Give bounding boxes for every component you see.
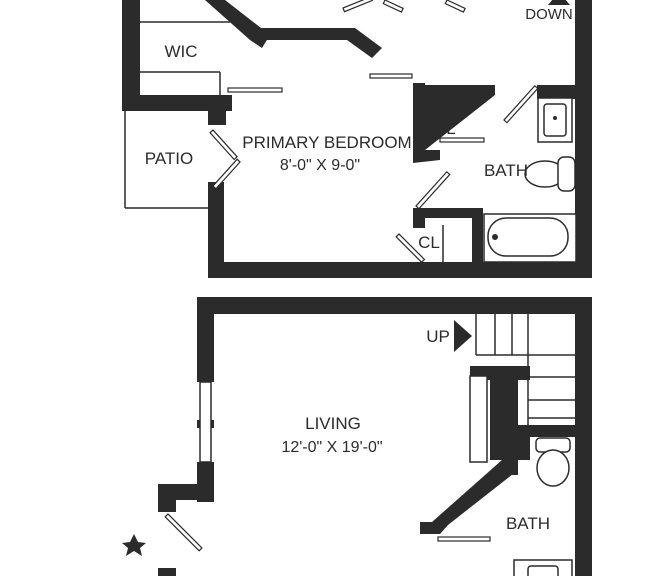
toilet-icon [524, 156, 576, 192]
bedroom-dimensions: 8'-0" X 9-0" [280, 157, 360, 174]
top-door-leaf-1 [342, 0, 374, 13]
wic-bottom-wall [122, 95, 232, 111]
lower-left-wall-upper [197, 297, 214, 382]
bath-door-leaf-lower [437, 536, 491, 542]
upper-floor: WIC PATIO PRIMARY BEDROOM 8'-0" X 9-0" L… [122, 0, 592, 278]
linen-closet-wall [413, 85, 495, 163]
bedroom-name: PRIMARY BEDROOM [242, 133, 411, 152]
lower-floor: UP LIVING 12'-0" X 19'-0" BATH [122, 297, 592, 576]
lower-bath-label: BATH [506, 514, 550, 533]
entry-door-leaf [164, 513, 203, 552]
compass-post [158, 568, 176, 576]
patio-door-leaf-2 [212, 158, 241, 190]
upper-bottom-wall [208, 262, 592, 278]
upper-left-wall [122, 0, 140, 110]
closet-right-wall [472, 208, 483, 268]
bathtub-icon [483, 213, 577, 263]
window [199, 381, 212, 463]
entry-jog-wall [158, 484, 214, 512]
bedroom-door-leaf [369, 73, 413, 79]
bath-partition-wall [500, 425, 575, 437]
toilet-icon [535, 437, 571, 487]
upper-left-wall-lower [208, 188, 224, 278]
closet-door-leaf [395, 233, 426, 264]
lower-top-wall [197, 297, 592, 314]
top-door-leaf-3 [444, 0, 466, 13]
staircase [475, 314, 575, 425]
bath-door-leaf [503, 84, 539, 124]
living-name: LIVING [305, 414, 361, 433]
patio-door-leaf-1 [209, 129, 238, 161]
linen-label: L [446, 119, 455, 138]
living-dimensions: 12'-0" X 19'-0" [281, 439, 382, 456]
stair-arrow-down-icon [548, 0, 570, 5]
upper-right-wall [575, 0, 592, 278]
sink-icon [537, 97, 573, 143]
bath-wall-top [537, 85, 577, 99]
bath-diagonal-wall [420, 460, 518, 534]
wic-door-leaf [227, 87, 283, 93]
wic-label: WIC [164, 42, 197, 61]
closet-top-wall [413, 208, 483, 218]
stairs-up-label: UP [426, 327, 450, 346]
top-door-leaf-2 [382, 0, 404, 13]
patio-label: PATIO [145, 149, 194, 168]
closet-label: CL [418, 233, 440, 252]
linen-door-leaf [439, 137, 485, 143]
wic-diagonal-wall [205, 0, 270, 48]
stairs-down-label: DOWN [525, 6, 573, 23]
upper-bath-label: BATH [484, 161, 528, 180]
lower-right-wall [575, 297, 592, 576]
stair-arrow-up-icon [454, 320, 472, 352]
patio-door-post [208, 182, 224, 198]
linen-divider-wall [413, 83, 425, 161]
wic-corner-post [208, 95, 226, 125]
bedroom-top-wall [255, 28, 382, 58]
sink-icon [513, 559, 573, 576]
stair-wall [470, 366, 530, 475]
compass-star-icon [122, 534, 146, 556]
fireplace [469, 375, 488, 463]
bath-door-leaf-2 [415, 170, 451, 210]
